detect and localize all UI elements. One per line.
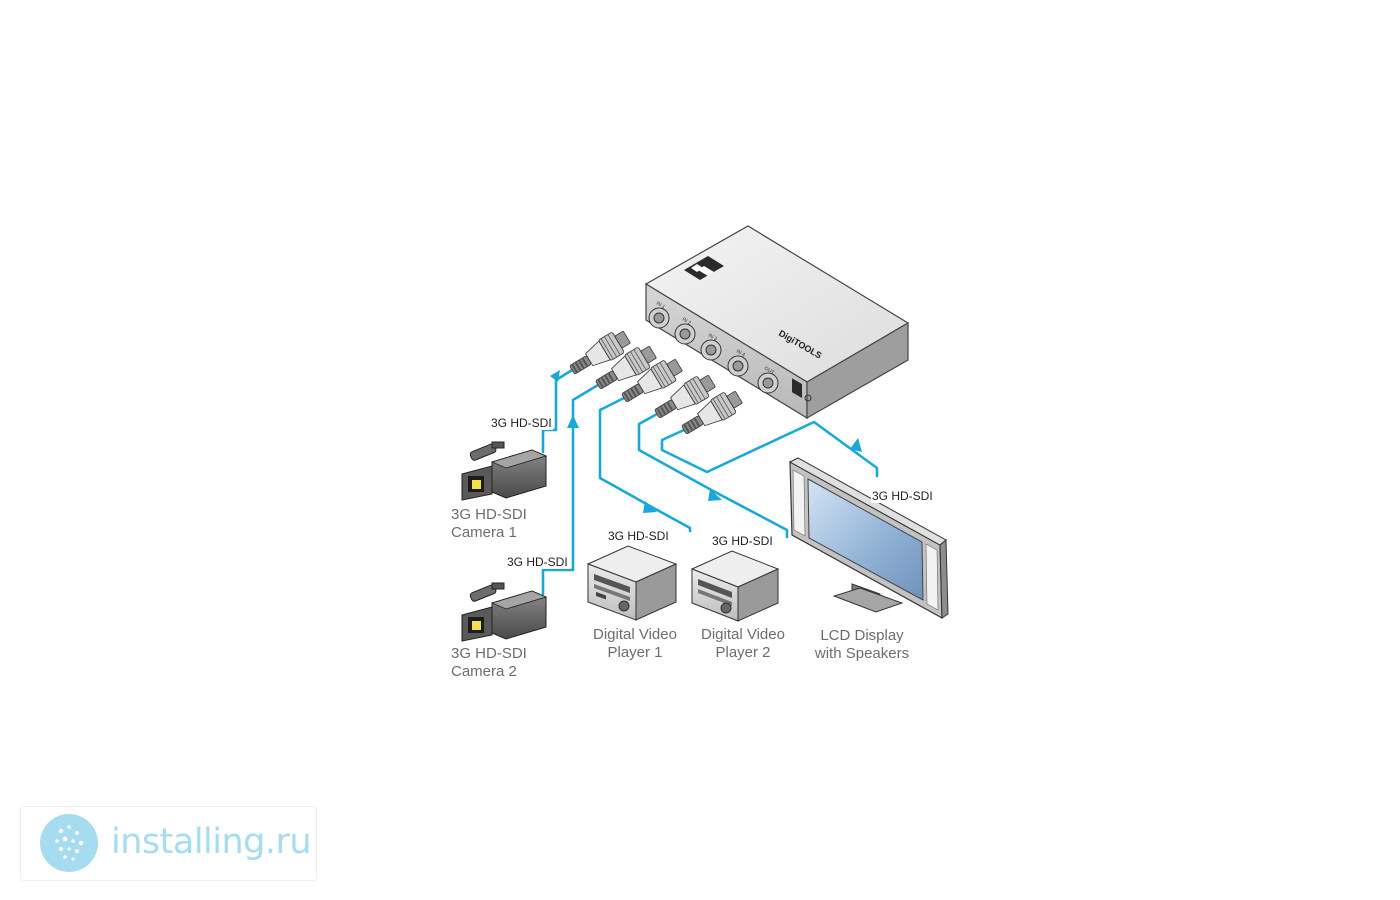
- player2-icon: [690, 550, 780, 622]
- signal-label-display: 3G HD-SDI: [871, 489, 934, 503]
- caption-camera2: 3G HD-SDI Camera 2: [451, 645, 527, 681]
- arrow-camera1: [550, 370, 560, 382]
- cable-camera1: [541, 368, 574, 454]
- lcd-display-icon: [788, 457, 949, 620]
- caption-camera2-line2: Camera 2: [451, 663, 517, 680]
- caption-player1-line1: Digital Video: [593, 626, 677, 643]
- caption-player2-line2: Player 2: [715, 644, 771, 661]
- caption-display: LCD Display with Speakers: [806, 627, 918, 663]
- signal-label-camera1: 3G HD-SDI: [490, 416, 553, 430]
- kramer-k-logo-icon: [684, 256, 724, 280]
- port-in3: [700, 339, 722, 361]
- port-out: [757, 372, 779, 394]
- cable-player1: [598, 396, 692, 533]
- caption-player2: Digital Video Player 2: [692, 626, 794, 662]
- cable-player2: [637, 412, 789, 539]
- player1-icon: [586, 545, 678, 621]
- arrow-display: [850, 438, 862, 452]
- installing-logo-icon: [40, 814, 98, 872]
- arrow-camera2: [567, 415, 579, 428]
- watermark: installing.ru: [20, 806, 317, 881]
- cable-display: [660, 420, 879, 478]
- camera2-icon: [461, 582, 548, 642]
- arrow-player1: [643, 501, 657, 513]
- cables: [541, 368, 879, 596]
- caption-player2-line1: Digital Video: [701, 626, 785, 643]
- port-label-in4: IN 4: [735, 349, 746, 359]
- caption-player1: Digital Video Player 1: [584, 626, 686, 662]
- caption-display-line1: LCD Display: [820, 627, 904, 644]
- cable-camera2: [541, 383, 600, 596]
- port-label-in3: IN 3: [707, 333, 718, 343]
- port-in1: [648, 307, 670, 329]
- caption-camera1-line1: 3G HD-SDI: [451, 506, 527, 523]
- caption-display-line2: with Speakers: [814, 645, 910, 662]
- caption-camera1-line2: Camera 1: [451, 524, 517, 541]
- camera1-icon: [461, 441, 548, 501]
- signal-label-camera2: 3G HD-SDI: [506, 555, 569, 569]
- port-label-in1: IN 1: [655, 301, 666, 311]
- arrowheads: [550, 370, 862, 513]
- watermark-text: installing.ru: [111, 822, 312, 862]
- caption-camera1: 3G HD-SDI Camera 1: [451, 506, 527, 542]
- switcher-device: DigiTOOLS IN 1 IN 2 IN 3 IN 4 OUT: [644, 225, 910, 420]
- port-in4: [727, 355, 749, 377]
- bnc-ports: [648, 307, 779, 394]
- port-in2: [674, 323, 696, 345]
- caption-camera2-line1: 3G HD-SDI: [451, 645, 527, 662]
- signal-label-player2: 3G HD-SDI: [711, 534, 774, 548]
- signal-label-player1: 3G HD-SDI: [607, 529, 670, 543]
- arrow-player2: [708, 489, 722, 501]
- port-label-out: OUT: [763, 366, 775, 376]
- power-connector-icon: [792, 378, 812, 402]
- caption-player1-line2: Player 1: [607, 644, 663, 661]
- port-label-in2: IN 2: [681, 317, 692, 327]
